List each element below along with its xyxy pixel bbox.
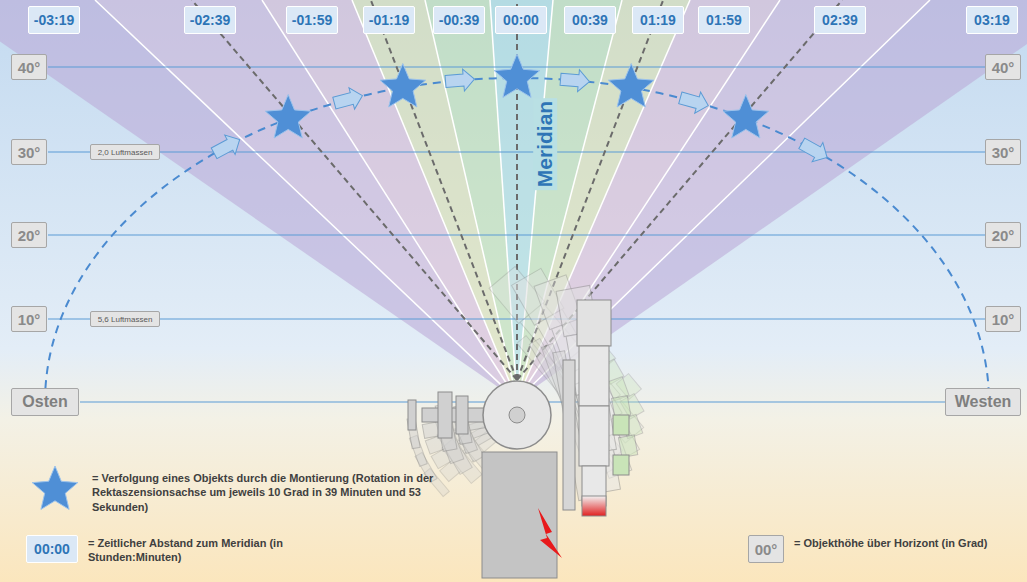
wedge-border <box>262 0 517 400</box>
box-label: 02:39 <box>822 12 858 28</box>
box-label: -01:19 <box>369 12 409 28</box>
time-box: -01:19 <box>363 6 415 34</box>
tracking-arrow <box>560 68 591 92</box>
object-path <box>45 78 989 402</box>
tracking-arrow <box>332 85 366 114</box>
time-box: 03:19 <box>966 6 1018 34</box>
tracking-arrow <box>209 130 245 163</box>
pointing-lines <box>192 0 843 380</box>
legend-entry: = Zeitlicher Abstand zum Meridian (in St… <box>88 536 323 565</box>
box-label: 00° <box>755 541 778 558</box>
tracking-star <box>494 54 540 97</box>
tracking-wedge <box>262 0 517 400</box>
airmass-box: 2,0 Luftmassen <box>90 144 160 160</box>
legend-entry: = Objekthöhe über Horizont (in Grad) <box>794 536 1004 550</box>
wedge-border <box>352 0 517 400</box>
box-label: -01:59 <box>292 12 332 28</box>
legend-text: = Objekthöhe über Horizont (in Grad) <box>794 537 987 549</box>
box-label: Osten <box>22 393 67 411</box>
illustration-part <box>482 452 557 578</box>
box-label: 20° <box>18 227 41 244</box>
altitude-box: 00° <box>748 535 784 563</box>
tracking-star <box>380 64 426 107</box>
tracking-star <box>723 95 769 138</box>
tracking-arrow <box>677 87 711 116</box>
box-label: Westen <box>955 393 1012 411</box>
legend-text: = Verfolgung eines Objekts durch die Mon… <box>92 472 433 513</box>
wedge-border <box>425 0 517 400</box>
illustration-part <box>483 381 551 449</box>
box-label: 20° <box>992 227 1015 244</box>
tracking-wedge <box>95 0 517 400</box>
meridian-label: Meridian <box>533 98 557 190</box>
altitude-box: 10° <box>11 306 47 332</box>
altitude-box: 40° <box>985 54 1021 80</box>
altitude-box: 20° <box>11 222 47 248</box>
wedge-border <box>95 0 517 400</box>
tracking-fan <box>0 0 1027 400</box>
time-box: 02:39 <box>814 6 866 34</box>
tracking-arrow <box>445 68 476 92</box>
illustration-part <box>509 407 525 423</box>
box-label: 00:39 <box>572 12 608 28</box>
legend-star <box>32 466 78 509</box>
altitude-box: 30° <box>11 139 47 165</box>
altitude-box: 30° <box>985 139 1021 165</box>
altitude-box: 10° <box>985 306 1021 332</box>
tracking-star <box>608 64 654 107</box>
mount <box>360 255 664 578</box>
box-label: 40° <box>992 59 1015 76</box>
box-label: -03:19 <box>34 12 74 28</box>
box-label: 5,6 Luftmassen <box>98 315 153 324</box>
time-box: 01:19 <box>632 6 684 34</box>
wedge-border <box>490 0 517 400</box>
box-label: 2,0 Luftmassen <box>98 148 153 157</box>
box-label: -02:39 <box>190 12 230 28</box>
box-label: 10° <box>992 311 1015 328</box>
tracking-star <box>265 95 311 138</box>
box-label: 00:00 <box>34 541 70 557</box>
box-label: 03:19 <box>974 12 1010 28</box>
tracking-wedge <box>352 0 517 400</box>
illustration-part <box>48 152 985 153</box>
pointing-line <box>192 0 517 380</box>
time-box: 00:00 <box>26 535 78 563</box>
direction-box: Osten <box>11 388 79 416</box>
time-box: 01:59 <box>698 6 750 34</box>
time-box: -03:19 <box>28 6 80 34</box>
altitude-box: 20° <box>985 222 1021 248</box>
time-box: -00:39 <box>433 6 485 34</box>
box-label: -00:39 <box>439 12 479 28</box>
tracking-wedge <box>0 0 517 400</box>
time-box: 00:39 <box>564 6 616 34</box>
time-box: 00:00 <box>495 6 547 34</box>
tracking-arrow <box>796 134 832 167</box>
pointing-line <box>371 0 517 380</box>
box-label: 30° <box>992 144 1015 161</box>
illustration-part <box>582 496 606 516</box>
airmass-box: 5,6 Luftmassen <box>90 311 160 327</box>
box-label: 30° <box>18 144 41 161</box>
box-label: 01:59 <box>706 12 742 28</box>
box-label: 00:00 <box>503 12 539 28</box>
legend-text: = Zeitlicher Abstand zum Meridian (in St… <box>88 537 283 563</box>
direction-box: Westen <box>945 388 1021 416</box>
altitude-box: 40° <box>11 54 47 80</box>
box-label: 10° <box>18 311 41 328</box>
box-label: 40° <box>18 59 41 76</box>
time-box: -01:59 <box>286 6 338 34</box>
box-label: 01:19 <box>640 12 676 28</box>
time-box: -02:39 <box>184 6 236 34</box>
collision-flash <box>538 508 562 558</box>
legend-entry: = Verfolgung eines Objekts durch die Mon… <box>92 471 437 514</box>
